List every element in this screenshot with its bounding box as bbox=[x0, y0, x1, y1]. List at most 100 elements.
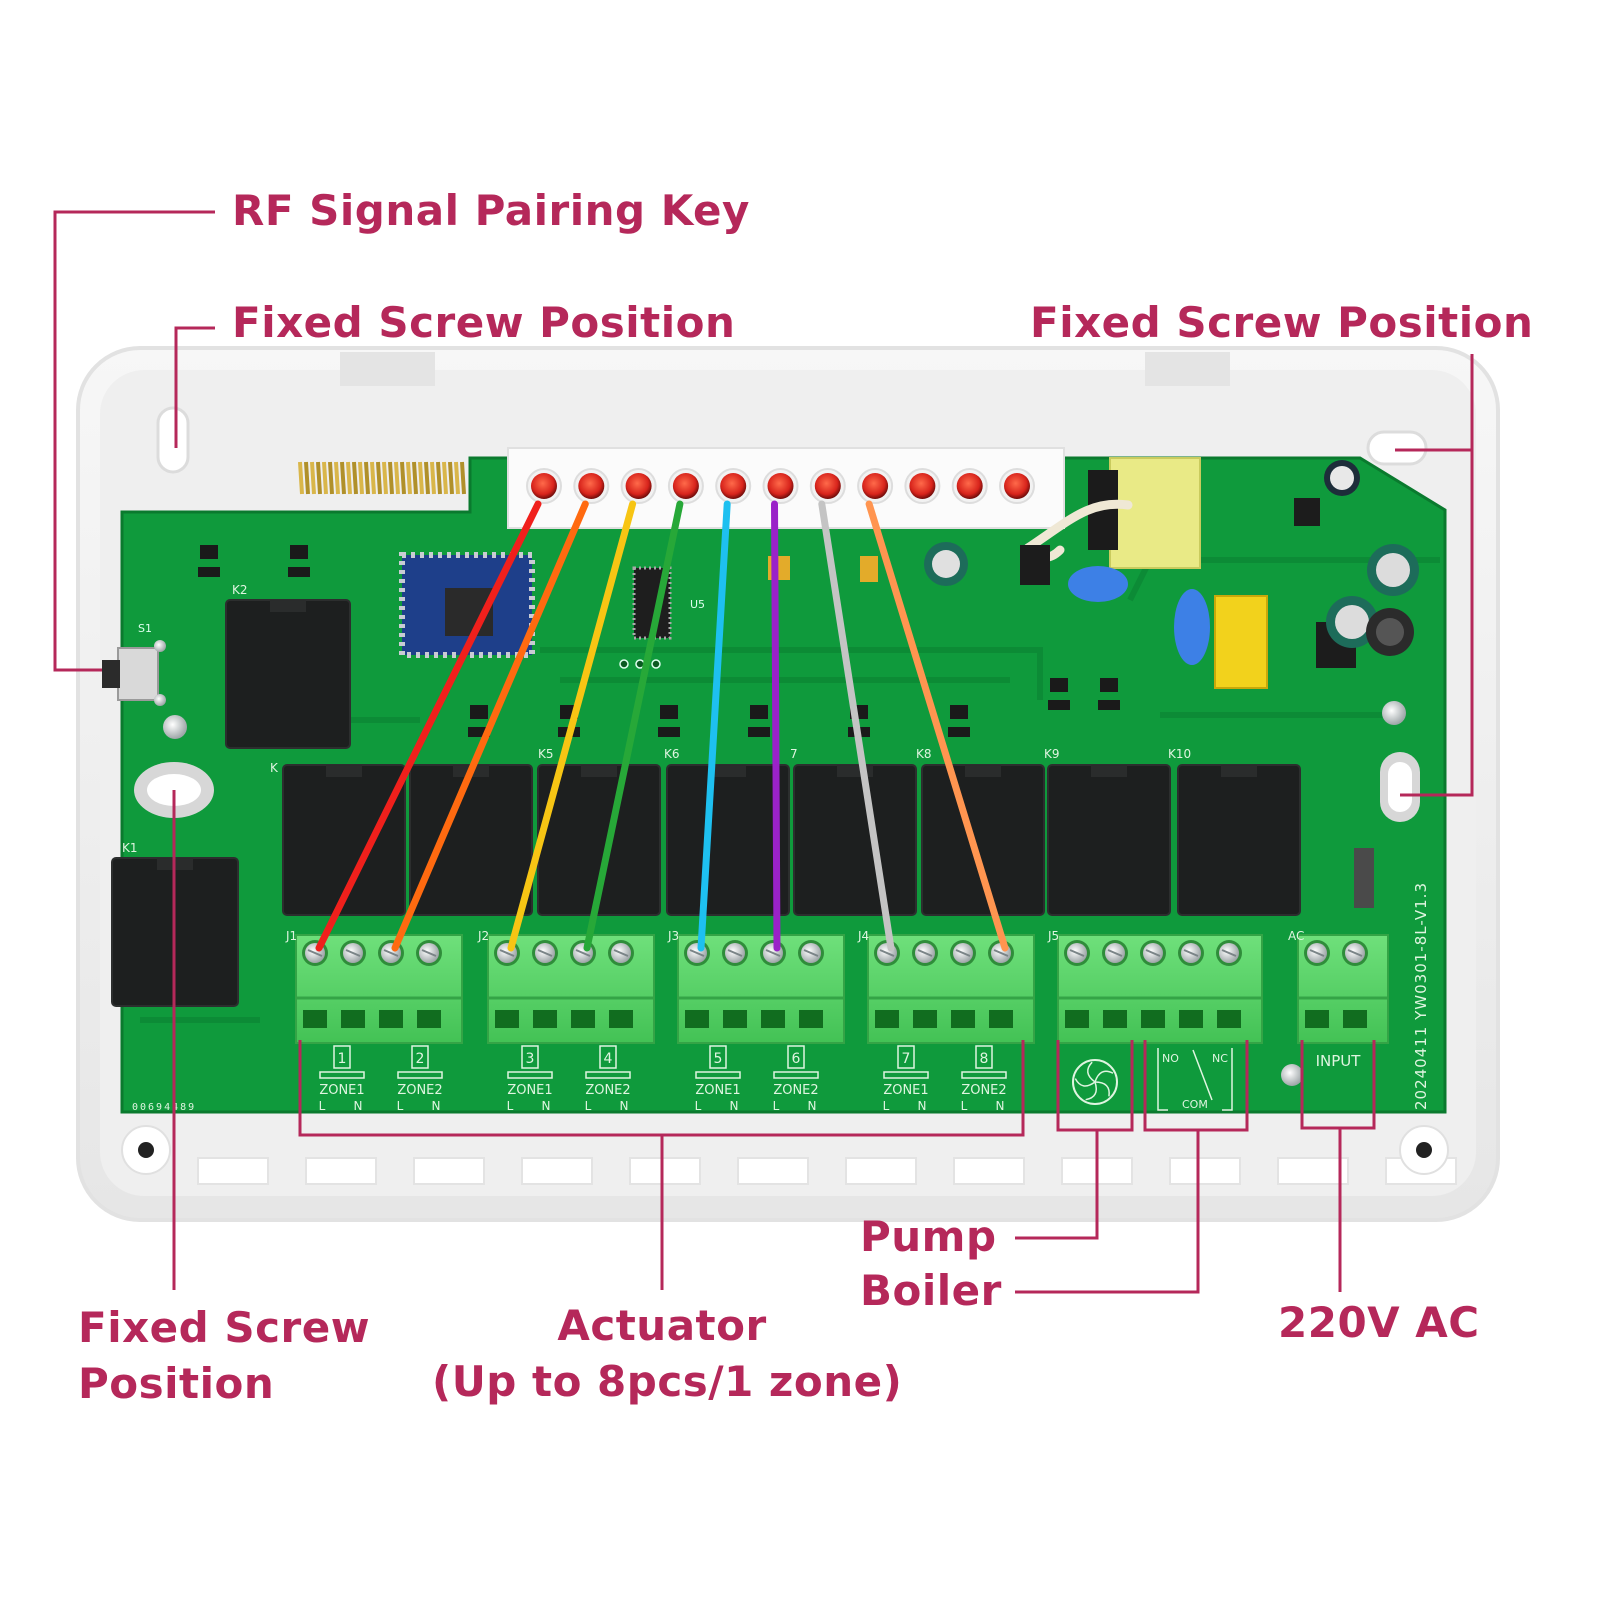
terminal-screw-slot bbox=[765, 949, 781, 957]
zone-icon-base bbox=[961, 1071, 1007, 1079]
relay-tab bbox=[326, 765, 362, 777]
terminal-wire-entry bbox=[1179, 1010, 1203, 1028]
antenna-coil bbox=[298, 461, 304, 495]
antenna-coil bbox=[412, 461, 418, 495]
zone-pin-n: N bbox=[620, 1099, 629, 1113]
relay bbox=[1177, 764, 1301, 916]
antenna-coil bbox=[370, 461, 376, 495]
led-indicator bbox=[720, 473, 747, 499]
zone-name: ZONE1 bbox=[883, 1083, 928, 1098]
colored-wire bbox=[865, 500, 1009, 952]
terminal-screw-slot bbox=[613, 949, 629, 957]
colored-wire bbox=[583, 500, 684, 952]
terminal-screw-slot bbox=[1145, 949, 1161, 957]
relay bbox=[793, 764, 917, 916]
terminal-wire-entry bbox=[761, 1010, 785, 1028]
vent-slot bbox=[413, 1157, 485, 1185]
rf-pairing-switch[interactable]: S1 bbox=[102, 622, 166, 706]
blue-varistor bbox=[1174, 589, 1210, 665]
zone-pin-l: L bbox=[507, 1099, 514, 1113]
antenna-coil bbox=[430, 461, 436, 495]
zone-number: 8 bbox=[980, 1051, 989, 1067]
zone-icon-base bbox=[585, 1071, 631, 1079]
x-capacitor bbox=[1214, 595, 1268, 689]
zone-pin-n: N bbox=[542, 1099, 551, 1113]
zone-pin-n: N bbox=[808, 1099, 817, 1113]
zone-icon-box bbox=[521, 1045, 539, 1069]
terminal-wire-entry bbox=[1343, 1010, 1367, 1028]
terminal-wire-entry bbox=[1217, 1010, 1241, 1028]
colored-wire bbox=[697, 500, 731, 952]
antenna-coil bbox=[436, 461, 442, 495]
terminal-label: J1 bbox=[285, 929, 297, 943]
led-indicators bbox=[526, 468, 1035, 504]
terminal-screw-slot bbox=[1069, 949, 1085, 957]
led-indicator bbox=[1004, 473, 1030, 499]
terminal-label: AC bbox=[1288, 929, 1304, 943]
smd-diode bbox=[468, 727, 490, 737]
relay-label: K5 bbox=[538, 747, 554, 761]
terminal-screw-slot bbox=[1221, 949, 1237, 957]
led-indicator bbox=[578, 473, 605, 499]
terminal-screw-slot bbox=[537, 949, 553, 957]
led-indicator bbox=[672, 473, 699, 499]
screw-slot-top-right bbox=[1366, 430, 1428, 466]
zone-number: 2 bbox=[416, 1051, 425, 1067]
zone-name: ZONE1 bbox=[319, 1083, 364, 1098]
terminal-wire-entry bbox=[913, 1010, 937, 1028]
antenna-coil bbox=[394, 461, 400, 495]
boiler-nc-label: NC bbox=[1212, 1052, 1228, 1065]
pump-icon bbox=[1072, 1059, 1118, 1105]
zone-icon-box bbox=[709, 1045, 727, 1069]
terminal-screw-slot bbox=[993, 949, 1009, 957]
zone-name: ZONE2 bbox=[397, 1083, 442, 1098]
relay-tab bbox=[1091, 765, 1127, 777]
label-actuator-line2: (Up to 8pcs/1 zone) bbox=[432, 1357, 903, 1406]
antenna-coil bbox=[388, 461, 394, 495]
smd-transistor bbox=[660, 705, 678, 719]
zone-number: 1 bbox=[338, 1051, 347, 1067]
smd-transistor bbox=[1050, 678, 1068, 692]
relay-label: K2 bbox=[232, 583, 248, 597]
zone-icon-base bbox=[397, 1071, 443, 1079]
terminal-screw-slot bbox=[689, 949, 705, 957]
antenna-coil bbox=[316, 461, 322, 495]
zone-icon-box bbox=[599, 1045, 617, 1069]
leader-screw-r bbox=[1400, 450, 1474, 797]
blue-capacitor bbox=[1068, 566, 1128, 602]
relay-label: 7 bbox=[790, 747, 798, 761]
vent-slot bbox=[953, 1157, 1025, 1185]
antenna-coil bbox=[400, 461, 406, 495]
smd-diode bbox=[198, 567, 220, 577]
terminal-screw-slot bbox=[1347, 949, 1363, 957]
terminal-wire-entry bbox=[303, 1010, 327, 1028]
terminal-label: J5 bbox=[1047, 929, 1059, 943]
zone-pin-l: L bbox=[695, 1099, 702, 1113]
relay-label: K1 bbox=[122, 841, 138, 855]
label-actuator: Actuator (Up to 8pcs/1 zone) bbox=[432, 1298, 903, 1410]
leader-pump bbox=[1015, 1040, 1134, 1240]
zone-icon-box bbox=[333, 1045, 351, 1069]
transformer bbox=[1109, 457, 1201, 569]
terminal-wire-entry bbox=[609, 1010, 633, 1028]
antenna-coil bbox=[406, 461, 412, 495]
smd-diode bbox=[288, 567, 310, 577]
label-220v-ac: 220V AC bbox=[1278, 1298, 1480, 1347]
label-pump: Pump bbox=[860, 1212, 997, 1261]
zone-name: ZONE2 bbox=[773, 1083, 818, 1098]
antenna-coil bbox=[418, 461, 424, 495]
terminal-screw-slot bbox=[1309, 949, 1325, 957]
leader-boiler bbox=[1015, 1040, 1249, 1294]
relay bbox=[225, 599, 351, 749]
led-indicator bbox=[909, 473, 936, 499]
smd-transistor bbox=[950, 705, 968, 719]
rf-module bbox=[399, 552, 535, 658]
smd-transistor bbox=[1100, 678, 1118, 692]
zone-pin-l: L bbox=[883, 1099, 890, 1113]
antenna-coil bbox=[448, 461, 454, 495]
antenna-coil bbox=[352, 461, 358, 495]
terminal-wire-entry bbox=[989, 1010, 1013, 1028]
